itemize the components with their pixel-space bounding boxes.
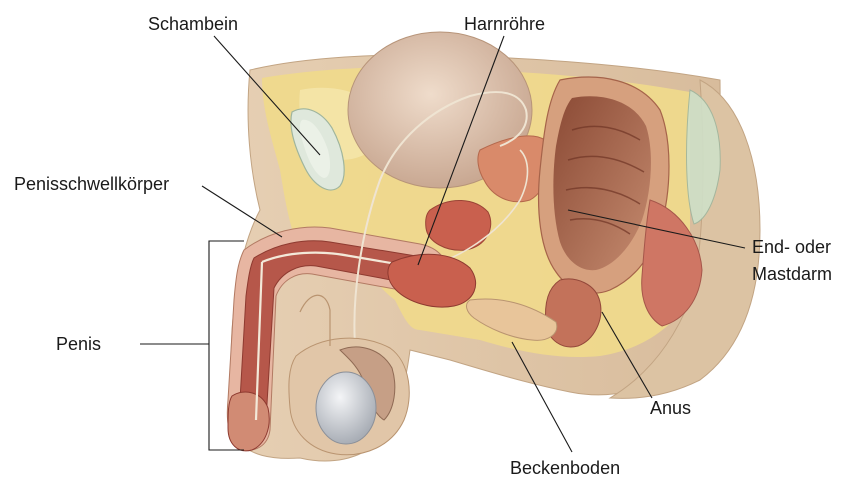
label-penis: Penis: [56, 334, 101, 354]
label-schambein: Schambein: [148, 14, 238, 34]
label-harnroehre: Harnröhre: [464, 14, 545, 34]
testis: [316, 372, 376, 444]
label-mastdarm: Mastdarm: [752, 264, 832, 284]
prostate: [426, 200, 491, 250]
label-end-oder: End- oder: [752, 237, 831, 257]
anatomy-illustration: [227, 32, 760, 461]
label-penisschwellkoerper: Penisschwellkörper: [14, 174, 169, 194]
label-anus: Anus: [650, 398, 691, 418]
label-beckenboden: Beckenboden: [510, 458, 620, 478]
